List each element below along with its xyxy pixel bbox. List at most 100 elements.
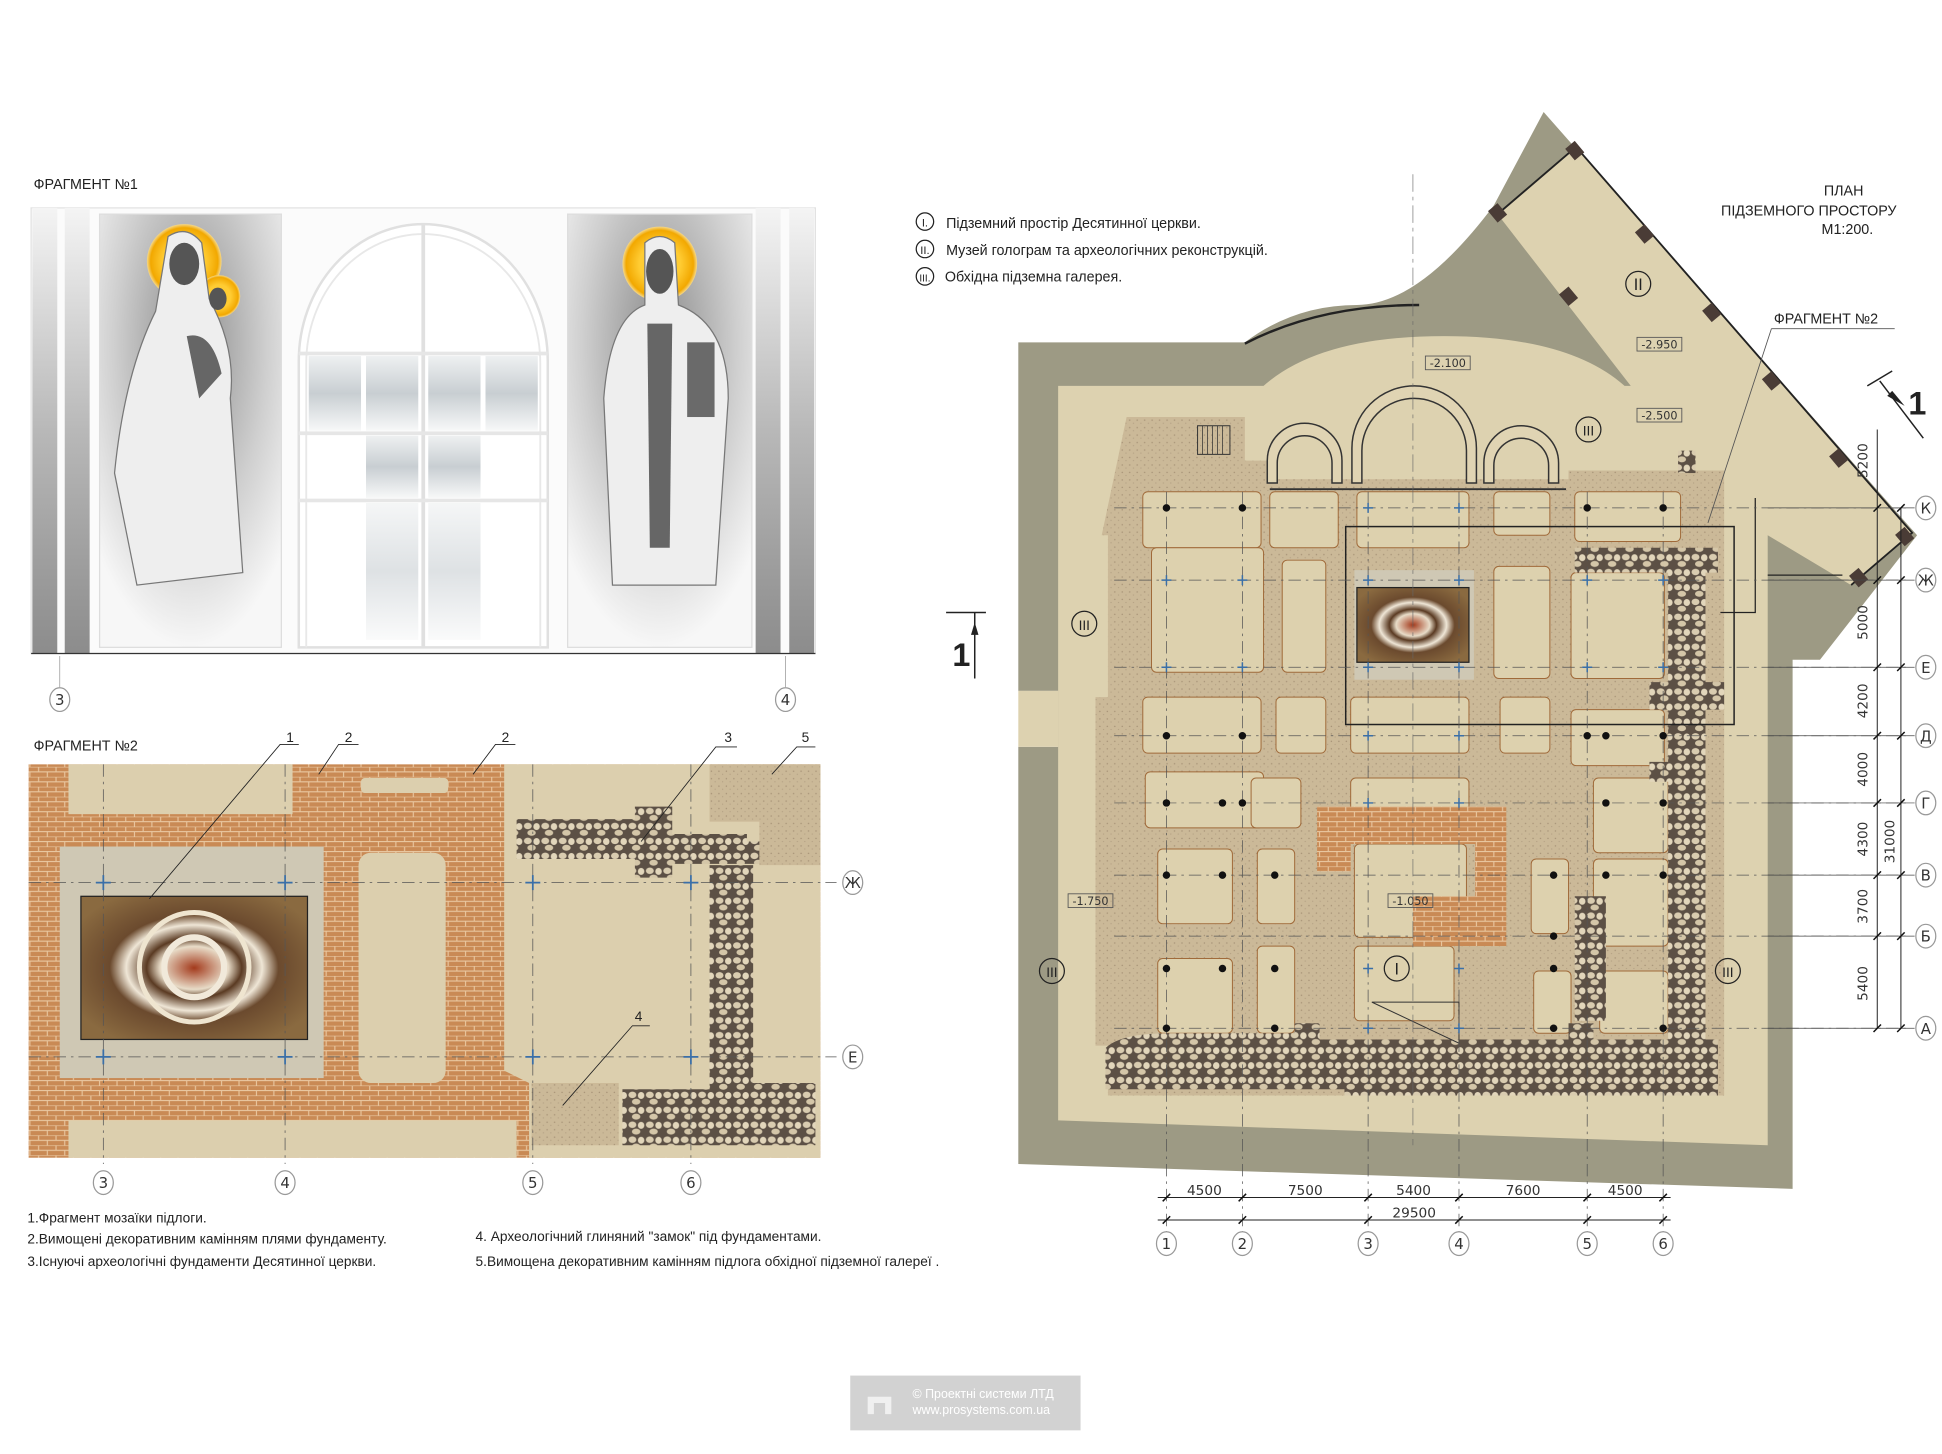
note-4: 4. Археологічний глиняний "замок" під фу… — [476, 1229, 822, 1244]
dimension-value: 5400 — [1396, 1183, 1431, 1199]
axis-bubble: 2 — [1231, 1231, 1253, 1257]
column-dot — [1549, 964, 1558, 973]
axis-bubble-circle — [1231, 1231, 1253, 1257]
axis-bubble: 3 — [1357, 1231, 1379, 1257]
svg-text:II.: II. — [920, 245, 929, 257]
axis-label: Ж — [845, 874, 861, 892]
dimension-tick — [1582, 1193, 1592, 1225]
column-cross — [1363, 502, 1374, 513]
elevation-mark: -1.750 — [1072, 895, 1108, 908]
svg-text:II: II — [1634, 276, 1643, 294]
axis-bubble-circle — [1915, 923, 1937, 949]
foundation-pad — [1256, 945, 1296, 1034]
axis-label: Ж — [1918, 572, 1934, 590]
dimension-value: 4300 — [1855, 822, 1871, 857]
column-cross — [1454, 963, 1464, 974]
dimension-tick — [1162, 1193, 1171, 1225]
column-cross — [1363, 963, 1374, 974]
column-dot — [1238, 799, 1247, 807]
floor-mosaic — [80, 895, 309, 1041]
legend-text: Підземний простір Десятинної церкви. — [946, 216, 1201, 232]
fragment-2-boundary — [1344, 525, 1735, 726]
axis-bubble: 6 — [680, 1170, 702, 1196]
axis-bubble: 6 — [1652, 1231, 1674, 1257]
axis-label: К — [1921, 500, 1932, 518]
axis-bubble-circle — [1915, 862, 1937, 888]
svg-text:I.: I. — [922, 218, 928, 230]
column-dot — [1218, 964, 1227, 973]
axis-bubble-circle — [1652, 1231, 1674, 1257]
legend-text: Музей голограм та археологічних реконстр… — [946, 243, 1268, 259]
elevation-mark: -2.500 — [1641, 410, 1677, 423]
axis-bubble: 1 — [1155, 1231, 1178, 1257]
callout-number: 2 — [502, 730, 510, 745]
axis-bubble: Б — [1915, 923, 1937, 949]
axis-label: Е — [848, 1048, 857, 1066]
column-dot — [1271, 964, 1279, 973]
axis-bubble-circle — [274, 1170, 296, 1196]
axis-bubble: 3 — [49, 687, 71, 713]
foundation-pad — [1256, 848, 1296, 925]
axis-label: Б — [1921, 928, 1931, 946]
fragment-2-title: ФРАГМЕНТ №2 — [34, 739, 138, 755]
svg-text:III.: III. — [919, 273, 930, 284]
fragment-2-notes: 1.Фрагмент мозаїки підлоги. 2.Вимощені д… — [27, 1210, 939, 1269]
section-marker-left: 1 — [946, 611, 986, 679]
foundation-pad — [1269, 491, 1339, 549]
column-dot — [1162, 871, 1171, 879]
elevation-mark: -1.050 — [1392, 895, 1428, 908]
axis-bubble: 4 — [774, 687, 797, 713]
dimension-value: 4000 — [1855, 752, 1871, 787]
elevation-mark: -2.100 — [1430, 357, 1466, 370]
svg-text:III: III — [1583, 424, 1594, 439]
legend-item-2: II. Музей голограм та археологічних реко… — [915, 239, 1268, 259]
axis-bubble: Е — [842, 1044, 864, 1070]
column-dot — [1271, 871, 1279, 879]
axis-label: 4 — [781, 691, 791, 709]
column-cross — [1582, 575, 1593, 586]
room-label-III: III — [1575, 416, 1602, 443]
axis-bubble-circle — [1915, 790, 1937, 816]
axis-bubble: 4 — [274, 1170, 296, 1196]
note-3: 3.Існуючі археологічні фундаменти Десяти… — [27, 1254, 376, 1269]
rubble-wall — [622, 865, 816, 1146]
foundation-pad — [1281, 559, 1327, 673]
column-dot — [1238, 731, 1247, 740]
column-dot — [1659, 731, 1667, 740]
axis-label: 6 — [686, 1174, 696, 1192]
svg-text:III: III — [1079, 618, 1090, 633]
column-dot — [1162, 799, 1171, 807]
axis-bubble: Ж — [842, 870, 864, 896]
axis-bubble: А — [1915, 1015, 1937, 1041]
axis-bubble: Д — [1915, 723, 1937, 749]
foundation-pad — [1592, 777, 1669, 854]
column-cross — [1363, 730, 1374, 741]
axis-label: 5 — [1582, 1235, 1592, 1253]
column-cross — [1582, 662, 1593, 673]
svg-text:III: III — [1046, 965, 1057, 980]
room-labels: I II III III III III — [1038, 270, 1741, 985]
pillar-left — [32, 207, 58, 654]
svg-text:III: III — [1722, 965, 1733, 980]
column-cross — [1454, 797, 1464, 808]
dimension-tick — [1238, 1193, 1247, 1225]
column-dot — [1238, 504, 1247, 512]
axis-bubble: В — [1915, 862, 1937, 888]
column-cross — [1237, 575, 1248, 586]
dimension-tick — [1363, 1193, 1373, 1225]
foundation-pad — [1151, 547, 1265, 673]
foundation-pad — [1142, 696, 1262, 754]
dimension-tick — [1872, 662, 1906, 672]
svg-text:1: 1 — [952, 637, 970, 673]
axis-bubble: 5 — [1576, 1231, 1598, 1257]
dimension-tick — [1872, 798, 1906, 808]
room-label-III: III — [1714, 957, 1741, 985]
axis-label: 3 — [99, 1174, 109, 1192]
column-dot — [1602, 799, 1610, 807]
column-cross — [1658, 662, 1669, 673]
rubble-wall — [516, 806, 791, 878]
callout-number: 1 — [286, 730, 294, 745]
axis-bubble: К — [1915, 495, 1937, 521]
axis-bubble-circle — [92, 1170, 114, 1196]
axis-bubble: Г — [1915, 790, 1937, 816]
